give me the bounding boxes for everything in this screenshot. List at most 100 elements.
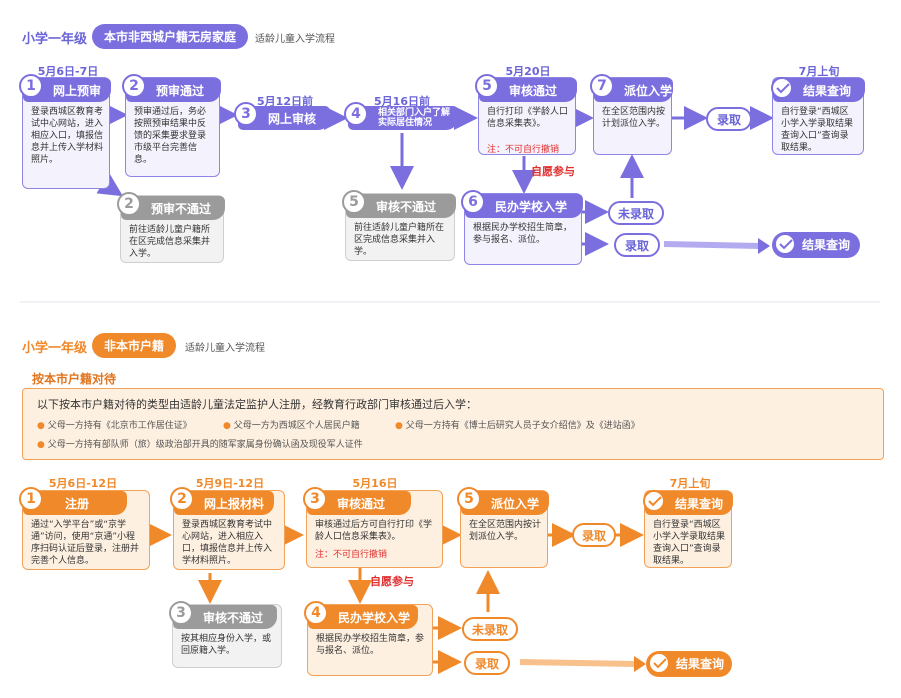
top-step1-card: 1 网上预审 登录西城区教育考试中心网站，进入相应入口，填报信息并上传入学材料照片… bbox=[19, 74, 111, 189]
top-result-title: 结果查询 bbox=[803, 83, 852, 98]
step-number: 2 bbox=[122, 74, 146, 98]
bottom-subtitle: 适龄儿童入学流程 bbox=[185, 343, 265, 354]
top-step7-title: 派位入学 bbox=[624, 83, 673, 98]
bottom-step3-title: 审核通过 bbox=[337, 496, 386, 511]
top-not-admit-oval: 未录取 bbox=[608, 201, 664, 225]
top-category-pill: 本市非西城户籍无房家庭 bbox=[92, 24, 249, 49]
top-fail2-body: 前往适龄儿童户籍所在区完成信息采集并入学。 bbox=[129, 225, 211, 259]
top-subtitle: 适龄儿童入学流程 bbox=[255, 34, 335, 45]
bottom-step5-title: 派位入学 bbox=[491, 496, 540, 511]
treat-box: 以下按本市户籍对待的类型由适龄儿童法定监护人注册，经教育行政部门审核通过后入学：… bbox=[22, 388, 884, 460]
top-step2-body: 预审通过后，务必按照预审结果中反馈的采集要求登录市级平台完善信息。 bbox=[134, 107, 207, 165]
top-step2-title: 预审通过 bbox=[156, 83, 205, 98]
bottom-private-card: 4 民办学校入学 根据民办学校招生简章，参与报名、派位。 bbox=[304, 601, 433, 676]
top-step3-title: 网上审核 bbox=[268, 111, 317, 126]
bottom-step3-card: 3 审核通过 审核通过后方可自行打印《学龄人口信息采集表》。 注：不可自行撤销 bbox=[303, 487, 443, 568]
bottom-step3-warning: 注：不可自行撤销 bbox=[315, 550, 388, 560]
top-result-date: 7月上旬 bbox=[798, 65, 840, 78]
bottom-private-title: 民办学校入学 bbox=[338, 610, 411, 625]
step-number: 5 bbox=[457, 487, 481, 511]
top-result-body: 自行登录“西城区小学入学录取结果查询入口”查询录取结果。 bbox=[781, 107, 854, 153]
top-step5-warning: 注：不可自行撤销 bbox=[487, 145, 560, 155]
bottom-private-body: 根据民办学校招生简章，参与报名、派位。 bbox=[316, 634, 425, 656]
check-icon bbox=[643, 490, 665, 512]
treat-intro: 以下按本市户籍对待的类型由适龄儿童法定监护人注册，经教育行政部门审核通过后入学： bbox=[37, 398, 477, 411]
top-private-card: 6 民办学校入学 根据民办学校招生简章，参与报名、派位。 bbox=[461, 190, 583, 265]
top-step4-title: 相关部门入户了解实际居住情况 bbox=[378, 108, 451, 128]
treat-item-1: ● 父母一方持有《北京市工作居住证》 bbox=[37, 421, 192, 431]
bottom-grade-label: 小学一年级 bbox=[22, 341, 88, 356]
top-grade-label: 小学一年级 bbox=[22, 32, 88, 47]
bottom-step1-date: 5月6日-12日 bbox=[48, 477, 118, 490]
step-number: 3 bbox=[234, 102, 258, 126]
treat-item-4: ● 父母一方持有部队师（旅）级政治部开具的随军家属身份确认函及现役军人证件 bbox=[37, 440, 363, 450]
top-result2-label: 结果查询 bbox=[802, 238, 851, 252]
step-number: 4 bbox=[304, 601, 328, 625]
top-admit-oval: 录取 bbox=[706, 107, 752, 131]
bottom-result-date: 7月上旬 bbox=[669, 477, 711, 490]
top-step1-body: 登录西城区教育考试中心网站，进入相应入口，填报信息并上传入学材料照片。 bbox=[31, 107, 104, 165]
treat-item-3: ● 父母一方持有《博士后研究人员子女介绍信》及《进站函》 bbox=[395, 421, 640, 431]
top-step7-body: 在全区范围内按计划派位入学。 bbox=[602, 107, 666, 129]
bottom-self-join-label: 自愿参与 bbox=[370, 575, 414, 588]
step-number: 5 bbox=[475, 74, 499, 98]
top-step3-card: 3 网上审核 bbox=[234, 102, 330, 130]
top-private-body: 根据民办学校招生简章，参与报名、派位。 bbox=[473, 223, 573, 245]
step-number: 5 bbox=[342, 190, 366, 214]
top-step4-date: 5月16日前 bbox=[374, 95, 430, 108]
bottom-admit-oval: 录取 bbox=[572, 523, 616, 547]
check-icon bbox=[774, 233, 796, 255]
top-step5-card: 5 审核通过 自行打印《学龄人口信息采集表》。 注：不可自行撤销 bbox=[475, 74, 577, 155]
bottom-admit2-oval: 录取 bbox=[464, 651, 510, 675]
bottom-category-pill: 非本市户籍 bbox=[92, 333, 177, 358]
top-step1-date: 5月6日-7日 bbox=[37, 65, 99, 78]
step-number: 6 bbox=[461, 190, 485, 214]
check-icon bbox=[771, 77, 793, 99]
check-icon bbox=[648, 652, 670, 674]
bottom-not-admit-oval: 未录取 bbox=[462, 617, 518, 641]
top-step7-card: 7 派位入学 在全区范围内按计划派位入学。 bbox=[590, 74, 673, 155]
top-step5-body: 自行打印《学龄人口信息采集表》。 bbox=[487, 107, 569, 129]
treat-title: 按本市户籍对待 bbox=[32, 372, 117, 386]
top-fail5-body: 前往适龄儿童户籍所在区完成信息采集并入学。 bbox=[354, 223, 445, 257]
step-number: 4 bbox=[344, 102, 368, 126]
bottom-step2-title: 网上报材料 bbox=[204, 496, 265, 511]
bottom-step1-body: 通过“入学平台”或“京学通”访问，使用“京通”小程序扫码认证后登录，注册并完善个… bbox=[31, 520, 140, 566]
treat-item-2: ● 父母一方为西城区个人居民户籍 bbox=[223, 421, 360, 431]
bottom-step3-body: 审核通过后方可自行打印《学龄人口信息采集表》。 bbox=[315, 520, 433, 542]
treat-item-text: 父母一方持有《博士后研究人员子女介绍信》及《进站函》 bbox=[405, 421, 640, 431]
bottom-result2-pill: 结果查询 bbox=[646, 651, 732, 677]
bottom-fail3-card: 3 审核不通过 按其相应身份入学，或回原籍入学。 bbox=[169, 601, 282, 668]
step-number: 1 bbox=[19, 74, 43, 98]
top-fail5-title: 审核不通过 bbox=[376, 199, 437, 214]
top-step1-title: 网上预审 bbox=[53, 83, 102, 98]
top-result-card: 结果查询 自行登录“西城区小学入学录取结果查询入口”查询录取结果。 bbox=[771, 77, 865, 155]
step-number: 2 bbox=[117, 192, 141, 216]
bottom-step3-date: 5月16日 bbox=[352, 477, 398, 490]
top-admit2-oval: 录取 bbox=[614, 233, 660, 257]
bottom-fail3-title: 审核不通过 bbox=[203, 610, 264, 625]
step-number: 3 bbox=[169, 601, 193, 625]
top-self-join-label: 自愿参与 bbox=[531, 165, 575, 178]
bottom-step2-date: 5月9日-12日 bbox=[195, 477, 265, 490]
top-private-title: 民办学校入学 bbox=[495, 199, 568, 214]
top-fail5-card: 5 审核不通过 前往适龄儿童户籍所在区完成信息采集并入学。 bbox=[342, 190, 456, 261]
bottom-fail3-body: 按其相应身份入学，或回原籍入学。 bbox=[181, 634, 272, 656]
top-step4-card: 4 相关部门入户了解实际居住情况 bbox=[344, 102, 458, 130]
top-step5-title: 审核通过 bbox=[509, 83, 558, 98]
treat-item-text: 父母一方为西城区个人居民户籍 bbox=[233, 421, 360, 431]
top-step5-date: 5月20日 bbox=[505, 65, 551, 78]
treat-item-text: 父母一方持有《北京市工作居住证》 bbox=[47, 421, 192, 431]
bottom-step2-body: 登录西城区教育考试中心网站，进入相应入口，填报信息并上传入学材料照片。 bbox=[182, 520, 273, 566]
top-result2-pill: 结果查询 bbox=[772, 232, 860, 258]
bottom-result-title: 结果查询 bbox=[675, 496, 724, 511]
step-number: 7 bbox=[590, 74, 614, 98]
bottom-step1-title: 注册 bbox=[65, 496, 90, 511]
top-step2-card: 2 预审通过 预审通过后，务必按照预审结果中反馈的采集要求登录市级平台完善信息。 bbox=[122, 74, 221, 177]
step-number: 3 bbox=[303, 487, 327, 511]
